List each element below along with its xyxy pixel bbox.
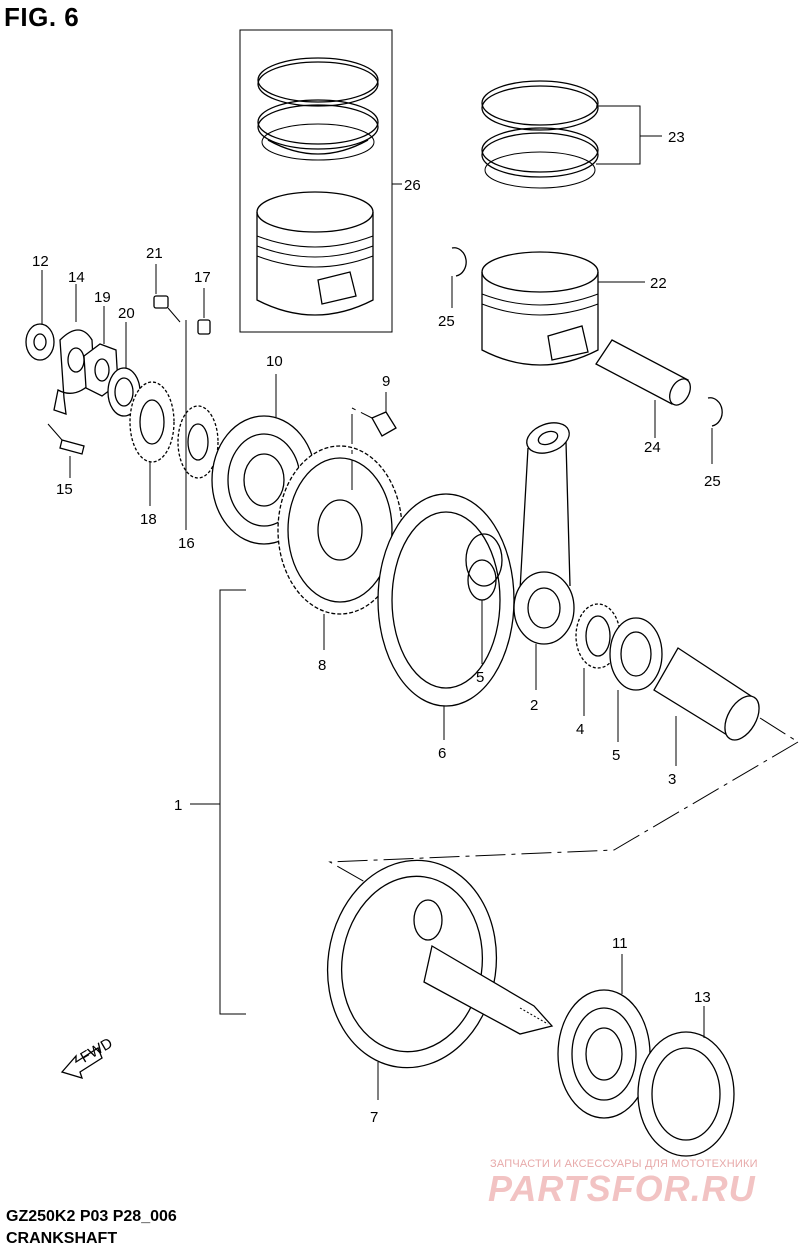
connecting-rod-2 bbox=[513, 422, 575, 690]
key-9 bbox=[351, 392, 397, 490]
piston-22 bbox=[481, 251, 645, 366]
callout-16: 16 bbox=[178, 535, 195, 552]
piston-pin-24 bbox=[595, 339, 691, 438]
callout-1: 1 bbox=[174, 797, 182, 814]
piston-26 bbox=[256, 191, 374, 316]
thrust-washer-5-left bbox=[467, 559, 497, 664]
piston-rings-23 bbox=[481, 80, 662, 189]
watermark-tagline: ЗАПЧАСТИ И АКСЕССУАРЫ ДЛЯ МОТОТЕХНИКИ bbox=[490, 1158, 758, 1170]
callout-26: 26 bbox=[404, 177, 421, 194]
callout-20: 20 bbox=[118, 305, 135, 322]
callout-5a: 5 bbox=[476, 669, 484, 686]
callout-23: 23 bbox=[668, 129, 685, 146]
assembly-bracket-1 bbox=[190, 589, 246, 1015]
callout-24: 24 bbox=[644, 439, 661, 456]
callout-21: 21 bbox=[146, 245, 163, 262]
callout-12: 12 bbox=[32, 253, 49, 270]
crank-web-7 bbox=[326, 859, 554, 1100]
crank-web-6 bbox=[377, 493, 515, 740]
balancer-gear-18 bbox=[129, 381, 175, 506]
screw-15 bbox=[47, 423, 85, 478]
lock-plate-14 bbox=[53, 284, 95, 415]
callout-15: 15 bbox=[56, 481, 73, 498]
crank-pin-3 bbox=[653, 647, 760, 766]
callout-22: 22 bbox=[650, 275, 667, 292]
guide-lines bbox=[328, 717, 799, 887]
callout-4: 4 bbox=[576, 721, 584, 738]
callout-numbers: 1 2 3 4 5 5 6 7 8 9 10 11 12 13 14 15 16… bbox=[32, 129, 721, 1126]
callout-19: 19 bbox=[94, 289, 111, 306]
callout-7: 7 bbox=[370, 1109, 378, 1126]
callout-17: 17 bbox=[194, 269, 211, 286]
callout-13: 13 bbox=[694, 989, 711, 1006]
callout-6: 6 bbox=[438, 745, 446, 762]
washer-12 bbox=[25, 270, 55, 361]
thrust-washer-5-right bbox=[609, 617, 663, 742]
fwd-arrow-icon: FWD bbox=[60, 1035, 116, 1079]
callout-10: 10 bbox=[266, 353, 283, 370]
circlip-25-upper bbox=[451, 247, 467, 308]
watermark-logo: PARTSFOR.RU bbox=[488, 1168, 756, 1209]
pin-17 bbox=[197, 288, 211, 335]
bearing-11 bbox=[557, 954, 651, 1119]
piston-rings-26 bbox=[257, 57, 379, 161]
callout-14: 14 bbox=[68, 269, 85, 286]
diagram-code: GZ250K2 P03 P28_006 bbox=[6, 1208, 177, 1225]
key-21 bbox=[153, 264, 181, 323]
callout-5b: 5 bbox=[612, 747, 620, 764]
callout-25a: 25 bbox=[438, 313, 455, 330]
gear-8 bbox=[277, 445, 403, 650]
gear-16 bbox=[177, 320, 219, 530]
piston-kit-box bbox=[239, 29, 402, 333]
callout-8: 8 bbox=[318, 657, 326, 674]
callout-11: 11 bbox=[612, 935, 628, 952]
diagram-name: CRANKSHAFT bbox=[6, 1230, 118, 1247]
figure-title: FIG. 6 bbox=[4, 2, 80, 32]
oil-seal-13 bbox=[637, 1006, 735, 1157]
callout-2: 2 bbox=[530, 697, 538, 714]
callout-18: 18 bbox=[140, 511, 157, 528]
callout-25b: 25 bbox=[704, 473, 721, 490]
callout-3: 3 bbox=[668, 771, 676, 788]
callout-9: 9 bbox=[382, 373, 390, 390]
circlip-25-lower bbox=[707, 397, 723, 464]
